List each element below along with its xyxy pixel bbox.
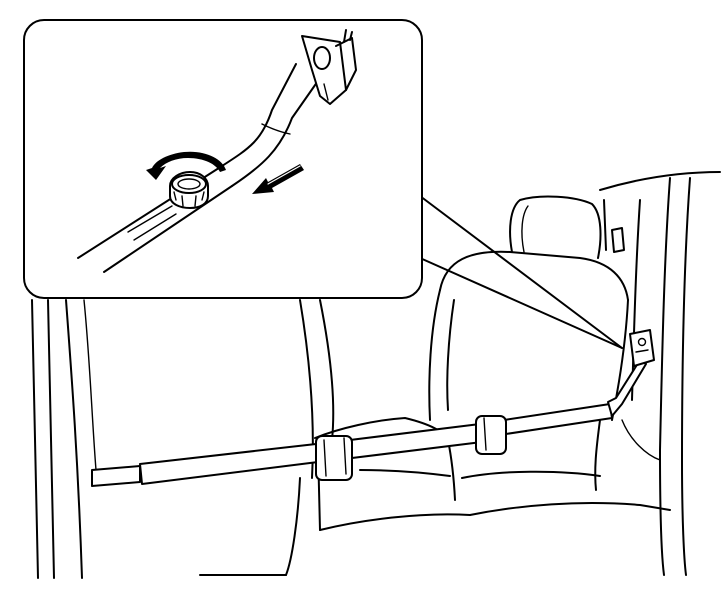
- mounting-bracket: [629, 329, 655, 367]
- direction-arrow-icon: [252, 164, 304, 194]
- inset-mounting-plate: [301, 35, 347, 105]
- locking-knob: [169, 171, 209, 209]
- detail-inset: [23, 19, 423, 299]
- rotation-arrow-icon: [146, 151, 226, 180]
- callout-leader: [419, 195, 623, 349]
- bar-collar-right: [475, 415, 507, 455]
- cargo-bar: [91, 329, 655, 487]
